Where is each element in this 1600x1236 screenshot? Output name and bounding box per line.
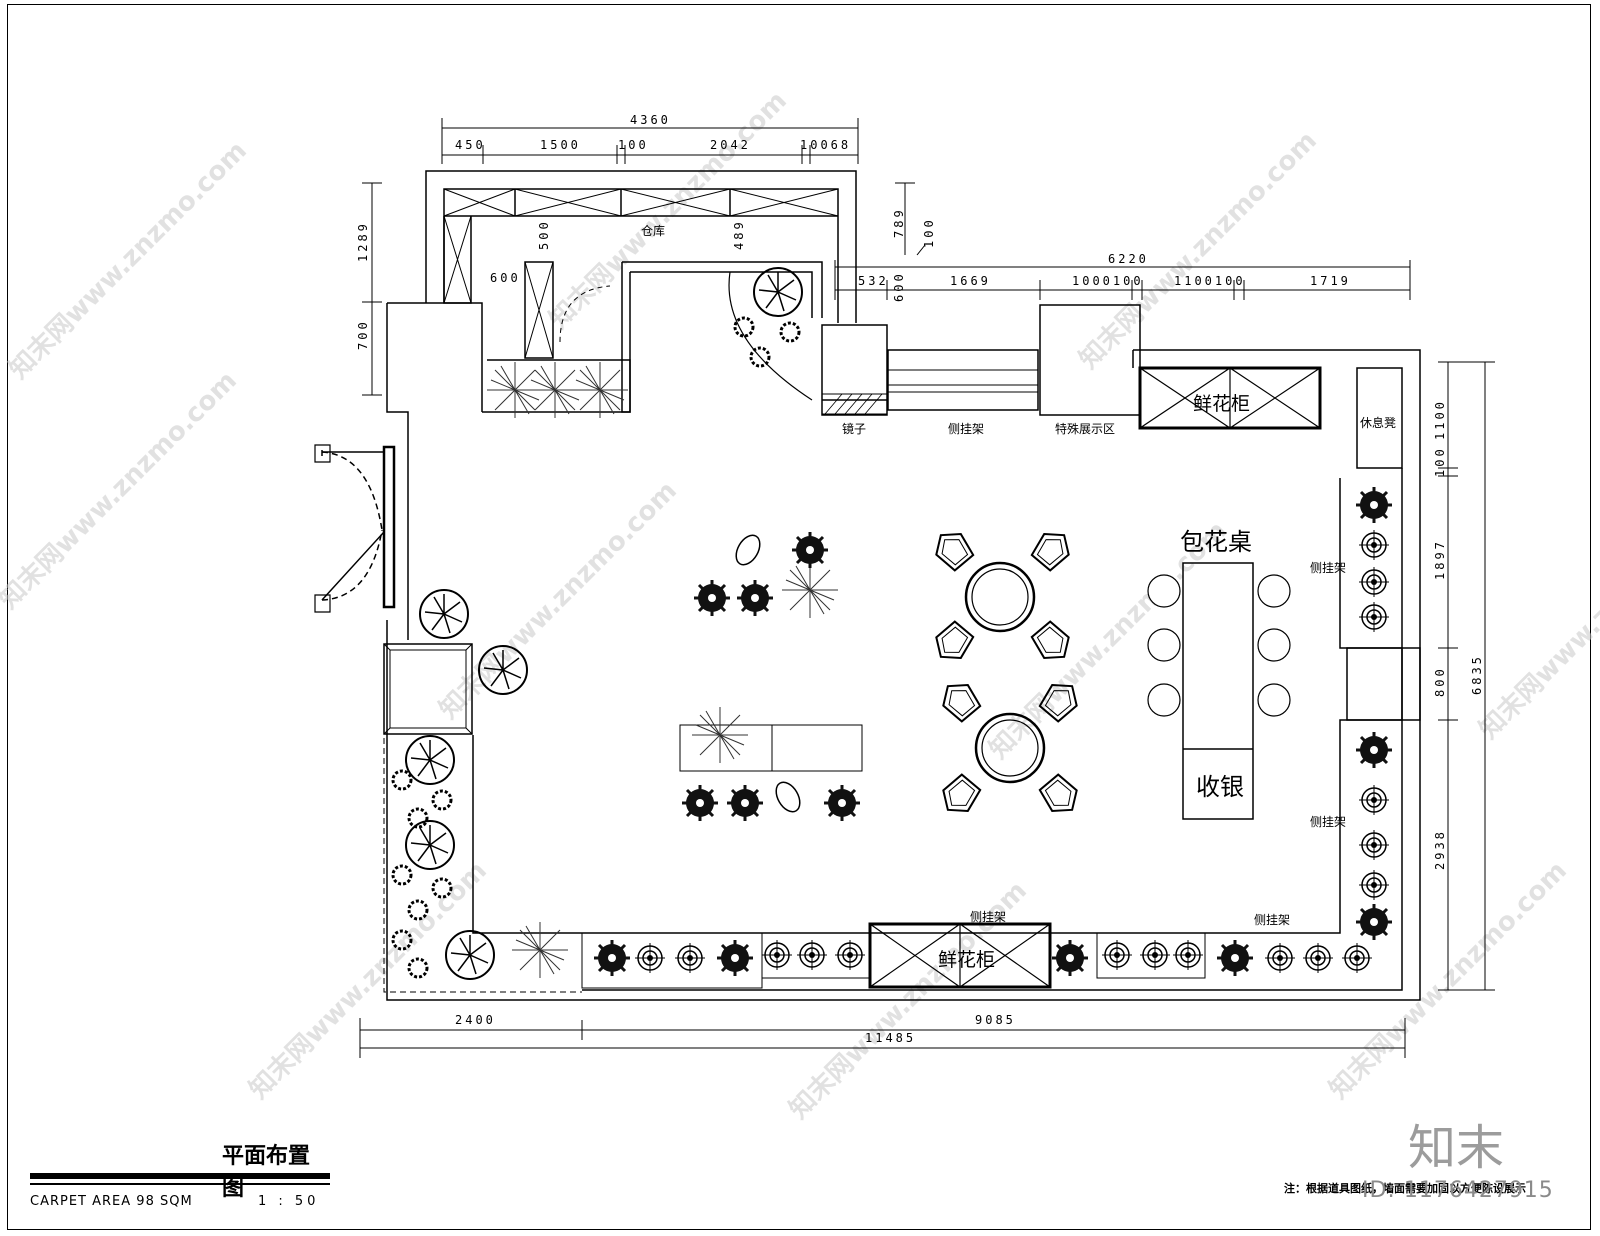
room-labels: 仓库 镜子 侧挂架 特殊展示区 鲜花柜 休息凳 包花桌 收银 侧挂架 侧挂架 侧… bbox=[641, 223, 1396, 971]
dim-mid-seg: 1100100 bbox=[1174, 274, 1246, 288]
dim-inner-500: 500 bbox=[537, 219, 551, 250]
label-flower-cabinet: 鲜花柜 bbox=[938, 949, 995, 971]
dim-right-total: 6835 bbox=[1470, 654, 1484, 695]
scale-text: 1 : 50 bbox=[258, 1194, 320, 1209]
note-text: 注：根据道具图纸，墙面需要加固以方便陈设展示 bbox=[1284, 1182, 1526, 1195]
dim-inner-489: 489 bbox=[732, 219, 746, 250]
dim-right-side: 2938 bbox=[1433, 829, 1447, 870]
dim-top-seg: 100 bbox=[618, 138, 649, 152]
dim-top-seg: 2042 bbox=[710, 138, 751, 152]
drawing-frame bbox=[7, 4, 1591, 1230]
dim-left-upper: 1289 bbox=[356, 221, 370, 262]
dim-bottom-total: 11485 bbox=[865, 1031, 916, 1045]
dim-mid-total: 6220 bbox=[1108, 252, 1149, 266]
dim-left-lower: 700 bbox=[356, 319, 370, 350]
label-flower-cabinet: 鲜花柜 bbox=[1193, 393, 1250, 415]
plan-title: 平面布置图 bbox=[222, 1144, 311, 1201]
dim-right-side: 1100 bbox=[1433, 399, 1447, 440]
entry-door[interactable] bbox=[314, 444, 396, 613]
dim-inner-600: 600 bbox=[490, 271, 521, 285]
dim-bottom-left: 2400 bbox=[455, 1013, 496, 1027]
dim-top-total: 4360 bbox=[630, 113, 671, 127]
dim-mid-seg: 532 bbox=[858, 274, 889, 288]
dim-right-100: 100 bbox=[922, 217, 936, 248]
dim-right-789: 789 bbox=[892, 207, 906, 238]
carpet-area: CARPET AREA 98 SQM bbox=[30, 1194, 193, 1209]
label-side-rack: 侧挂架 bbox=[1310, 561, 1346, 575]
wrap-table bbox=[1182, 562, 1254, 820]
watermark-text: 知末网www.znzmo.com bbox=[1474, 496, 1600, 745]
label-cashier: 收银 bbox=[1196, 773, 1244, 801]
watermark-text: 知末网www.znzmo.com bbox=[1074, 126, 1323, 375]
label-side-rack: 侧挂架 bbox=[1310, 815, 1346, 829]
dim-top-seg: 450 bbox=[455, 138, 486, 152]
dimension-texts: 4360 450 1500 100 2042 10068 1289 700 50… bbox=[356, 113, 1484, 1045]
dim-bottom-right: 9085 bbox=[975, 1013, 1016, 1027]
watermark-text: 知末网www.znzmo.com bbox=[244, 856, 493, 1105]
label-mirror: 镜子 bbox=[842, 421, 866, 436]
dim-right-side: 800 bbox=[1433, 666, 1447, 697]
label-wrap-table: 包花桌 bbox=[1180, 528, 1252, 556]
label-rest-bench: 休息凳 bbox=[1360, 415, 1396, 430]
label-side-rack: 侧挂架 bbox=[970, 910, 1006, 924]
dim-mid-600: 600 bbox=[892, 271, 906, 302]
dim-mid-seg: 1669 bbox=[950, 274, 991, 288]
stools bbox=[1147, 574, 1291, 717]
bottom-shelves bbox=[581, 932, 1206, 989]
label-side-rack: 侧挂架 bbox=[1254, 913, 1290, 927]
flower-cabinet-top bbox=[1138, 366, 1322, 430]
dim-right-side: 1897 bbox=[1433, 539, 1447, 580]
dim-top-seg: 10068 bbox=[800, 138, 851, 152]
dim-right-side: 100 bbox=[1433, 446, 1447, 477]
label-side-rack: 侧挂架 bbox=[948, 422, 984, 436]
watermark-text: 知末网www.znzmo.com bbox=[4, 136, 253, 385]
dim-top-seg: 1500 bbox=[540, 138, 581, 152]
label-special-display: 特殊展示区 bbox=[1055, 421, 1115, 436]
watermark-text: 知末网www.znzmo.com bbox=[434, 476, 683, 725]
dim-mid-seg: 1719 bbox=[1310, 274, 1351, 288]
image-id: ID: 1176427915 bbox=[1362, 1178, 1554, 1203]
round-table-2 bbox=[934, 674, 1086, 822]
label-storage: 仓库 bbox=[641, 223, 665, 238]
center-display bbox=[511, 530, 863, 979]
title-rule bbox=[30, 1173, 330, 1179]
watermark-text: 知末网www.znzmo.com bbox=[0, 366, 243, 615]
dimension-lines bbox=[359, 118, 1495, 1058]
dim-mid-seg: 1000100 bbox=[1072, 274, 1144, 288]
title-rule bbox=[30, 1183, 330, 1185]
left-cabinet bbox=[383, 643, 582, 993]
round-table-1 bbox=[927, 523, 1078, 669]
brand-logo: 知末 bbox=[1408, 1120, 1505, 1176]
